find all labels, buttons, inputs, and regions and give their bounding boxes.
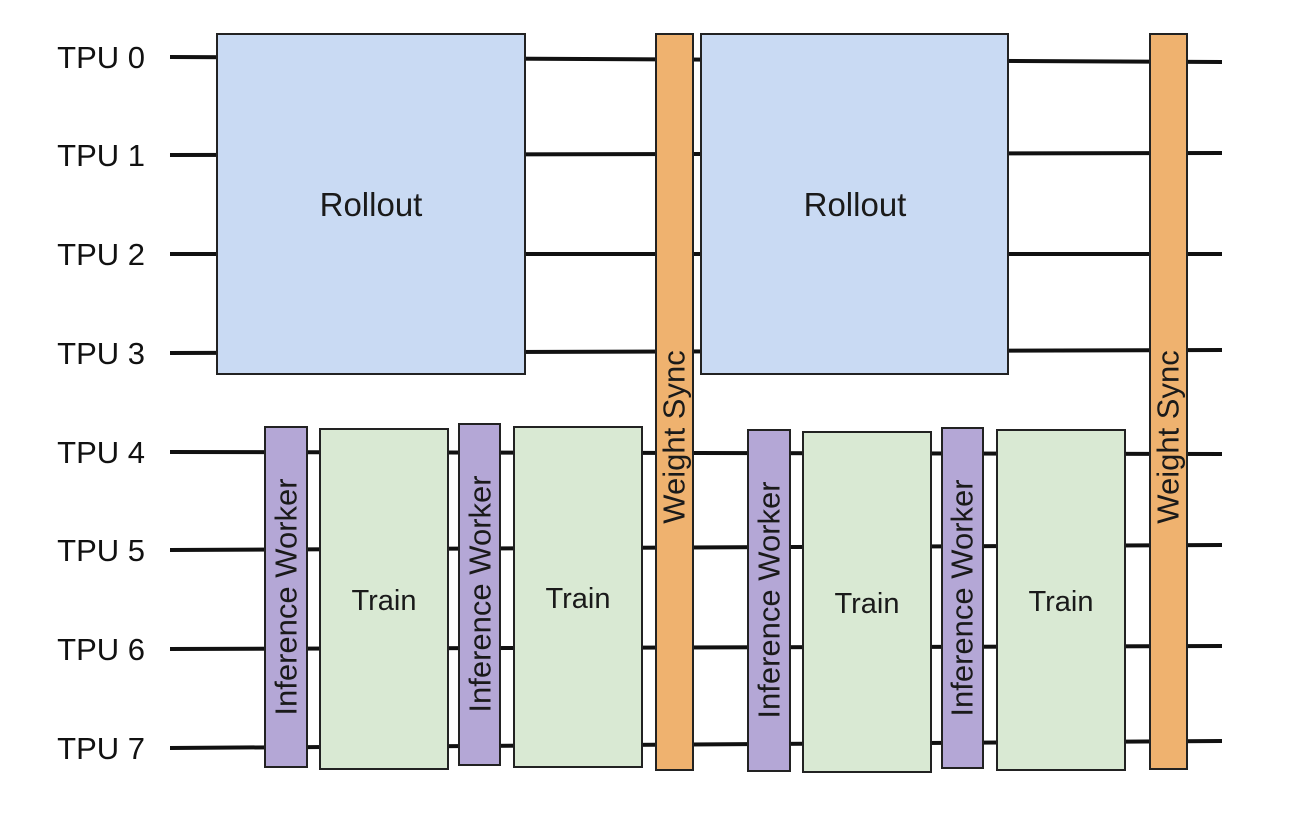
train-block-3: Train xyxy=(802,431,932,773)
weight-sync-bar-2: Weight Sync xyxy=(1149,33,1188,770)
inference-worker-label: Inference Worker xyxy=(752,481,787,718)
inference-worker-block-3: Inference Worker xyxy=(747,429,791,772)
train-box xyxy=(319,428,449,770)
tpu-label: TPU 4 xyxy=(57,435,145,470)
inference-worker-label: Inference Worker xyxy=(945,479,980,716)
inference-worker-box xyxy=(941,427,984,769)
weight-sync-box xyxy=(1149,33,1188,770)
rollout-label: Rollout xyxy=(320,186,423,223)
inference-worker-box xyxy=(264,426,308,768)
train-label: Train xyxy=(835,588,900,620)
inference-worker-block-4: Inference Worker xyxy=(941,427,984,769)
inference-worker-block-1: Inference Worker xyxy=(264,426,308,768)
tpu-label: TPU 3 xyxy=(57,336,145,371)
tpu-label: TPU 7 xyxy=(57,731,145,766)
train-label: Train xyxy=(352,585,417,617)
rollout-box xyxy=(216,33,526,375)
train-block-2: Train xyxy=(513,426,643,768)
weight-sync-box xyxy=(655,33,694,771)
tpu-labels: TPU 0 TPU 1 TPU 2 TPU 3 TPU 4 TPU 5 TPU … xyxy=(57,40,145,766)
train-block-1: Train xyxy=(319,428,449,770)
tpu-label: TPU 0 xyxy=(57,40,145,75)
train-label: Train xyxy=(546,583,611,615)
train-box xyxy=(996,429,1126,771)
inference-worker-box xyxy=(458,423,501,766)
train-label: Train xyxy=(1029,586,1094,618)
rollout-block-2: Rollout xyxy=(700,33,1009,375)
tpu-label: TPU 6 xyxy=(57,632,145,667)
inference-worker-block-2: Inference Worker xyxy=(458,423,501,766)
weight-sync-label: Weight Sync xyxy=(1151,350,1186,523)
inference-worker-label: Inference Worker xyxy=(269,478,304,715)
tpu-label: TPU 2 xyxy=(57,237,145,272)
inference-worker-box xyxy=(747,429,791,772)
weight-sync-bar-1: Weight Sync xyxy=(655,33,694,771)
train-block-4: Train xyxy=(996,429,1126,771)
inference-worker-label: Inference Worker xyxy=(463,475,498,712)
weight-sync-label: Weight Sync xyxy=(657,350,692,523)
train-box xyxy=(513,426,643,768)
train-box xyxy=(802,431,932,773)
tpu-label: TPU 1 xyxy=(57,138,145,173)
rollout-box xyxy=(700,33,1009,375)
tpu-label: TPU 5 xyxy=(57,533,145,568)
rollout-label: Rollout xyxy=(804,186,907,223)
rollout-block-1: Rollout xyxy=(216,33,526,375)
